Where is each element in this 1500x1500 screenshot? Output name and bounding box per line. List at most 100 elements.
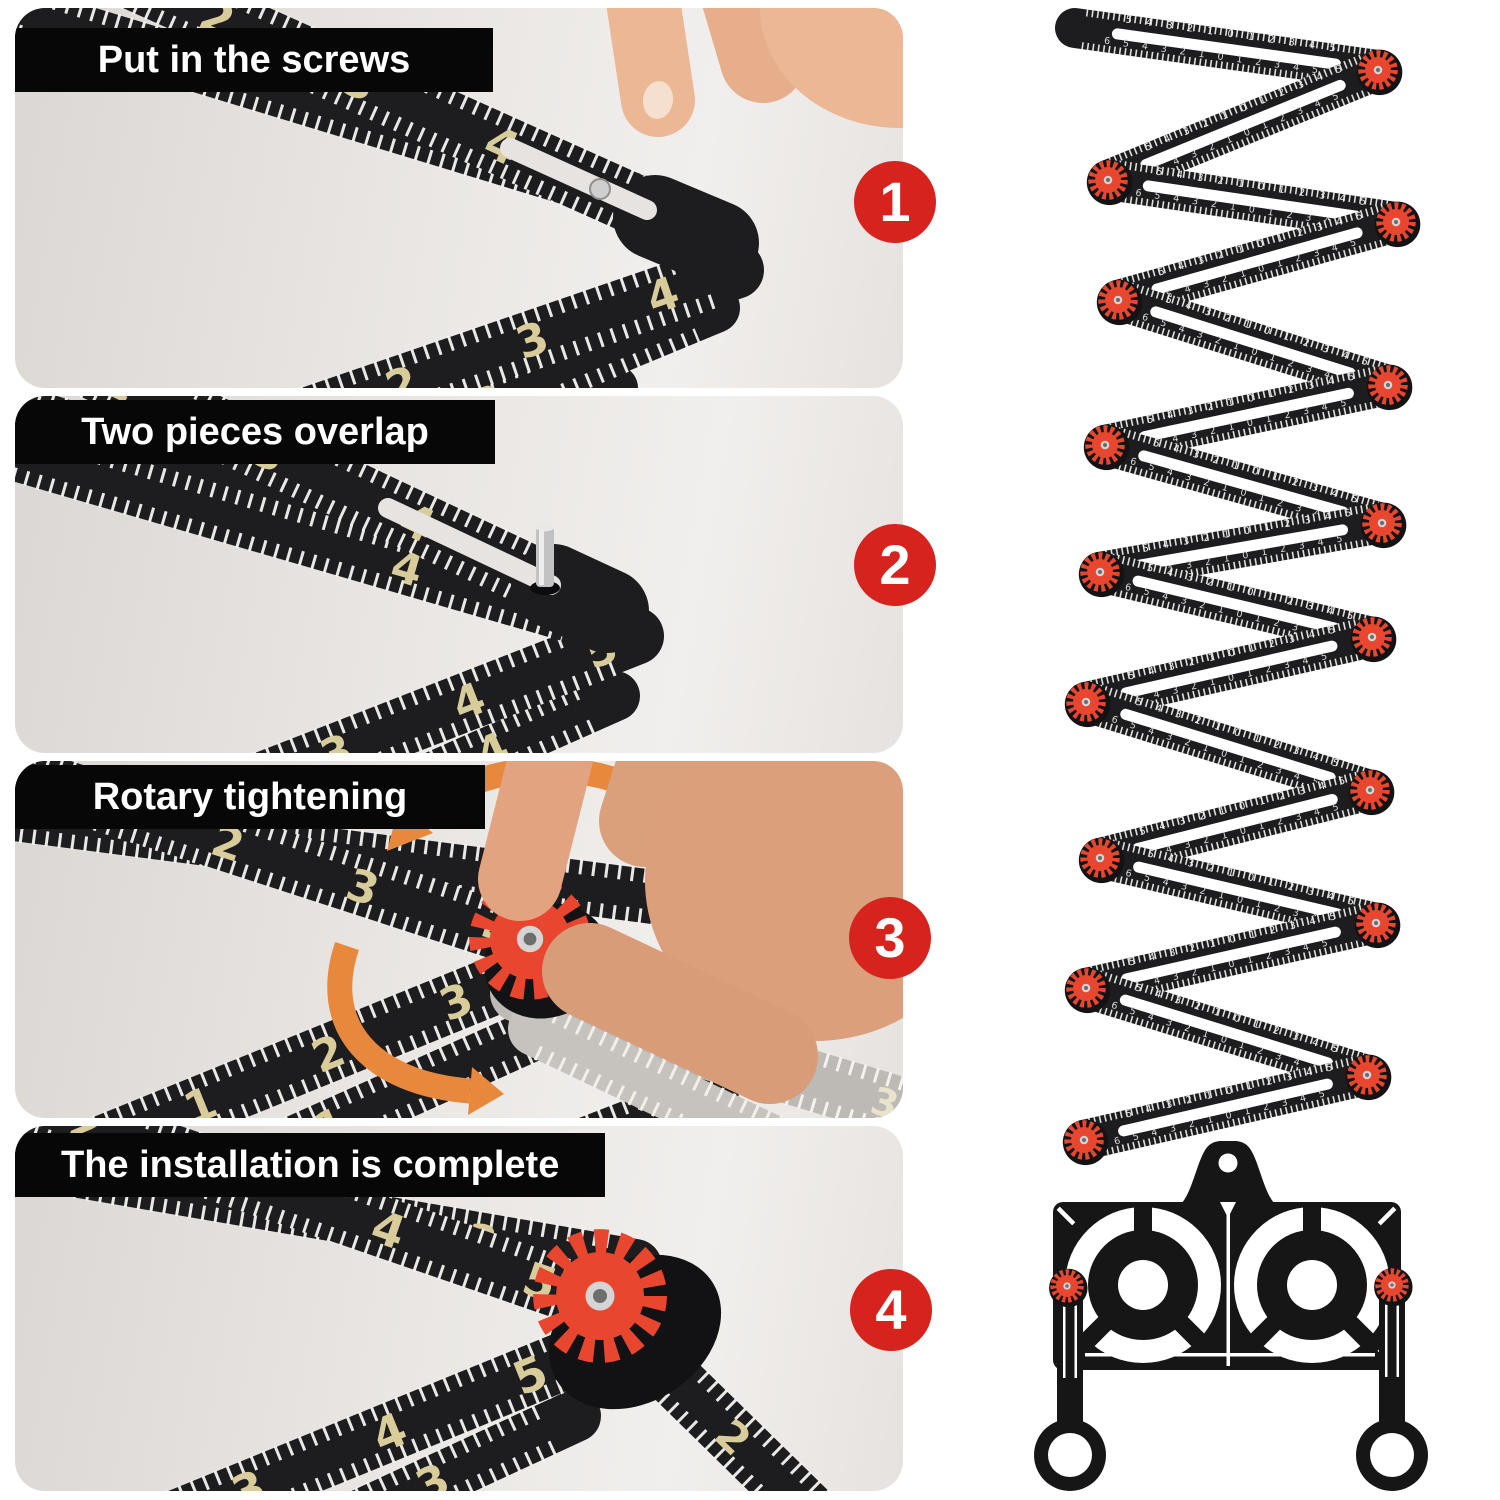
- step-2-title: Two pieces overlap: [15, 400, 495, 464]
- center-slit: [1226, 1206, 1230, 1366]
- ring-spoke: [1303, 1206, 1321, 1234]
- ruler-ticks: [1103, 586, 1361, 656]
- palm: [760, 8, 903, 128]
- knob-teeth: [1358, 50, 1398, 90]
- ruler-ticks: [1111, 839, 1373, 909]
- knob-teeth: [1098, 280, 1138, 320]
- step-4-panel: 21 2 32 3 4 522 3 4 5 6 The installation…: [15, 1126, 903, 1491]
- bottom-slit: [1085, 1353, 1375, 1357]
- ruler-slot: [1118, 1078, 1333, 1137]
- hanging-tab: [1178, 1141, 1278, 1206]
- thumb: [542, 923, 818, 1104]
- knob-teeth: [1066, 968, 1106, 1008]
- hand: [478, 761, 903, 1104]
- ruler-ticks: [15, 827, 884, 955]
- ring-spoke: [1341, 1314, 1375, 1348]
- ruler-ticks: [1120, 204, 1385, 286]
- knob-nut-hole: [1083, 699, 1089, 705]
- knob-nut-hole: [1379, 520, 1385, 526]
- corner-slit: [1056, 1206, 1076, 1226]
- ruler-slot: [1139, 387, 1354, 443]
- knob-nut-hole: [592, 1288, 608, 1304]
- knob-nut-hole: [1375, 67, 1381, 73]
- ruler-ticks: [1107, 459, 1371, 541]
- ruler-arm: [456, 283, 740, 388]
- ruler-slot: [1111, 28, 1342, 70]
- pivot-slot: [500, 138, 657, 220]
- screw-pin: [589, 178, 611, 200]
- ruler-ticks: [1121, 85, 1378, 197]
- ruler-ticks: [1098, 684, 1368, 775]
- top-notch: [1220, 1202, 1236, 1218]
- knob-teeth: [1376, 202, 1416, 242]
- ring-spoke: [1080, 1314, 1114, 1348]
- ruler-arm: [15, 425, 617, 648]
- ruler-ticks: [1090, 904, 1365, 974]
- knob-nut-hole: [1081, 1137, 1087, 1143]
- hanging-hole: [1218, 1153, 1238, 1173]
- arm-slot: [1385, 1293, 1388, 1377]
- ring-spoke: [1249, 1314, 1283, 1348]
- knob-teeth: [1080, 552, 1120, 592]
- product-photos: 5 4 3 2 1 0 1 2 3 4 56 5 4 3 2 1 0 1 2 3…: [1034, 8, 1428, 1491]
- knob-teeth: [1050, 1269, 1084, 1303]
- pivot-cap: [511, 544, 649, 653]
- index-finger: [606, 8, 695, 137]
- knob-nut-hole: [1102, 442, 1108, 448]
- pivot-cap: [613, 175, 759, 285]
- handle-hole: [1370, 1433, 1414, 1477]
- middle-finger: [702, 8, 806, 103]
- knob-nut-hole: [1083, 985, 1089, 991]
- ruler-ticks: [1116, 427, 1380, 509]
- ruler-slot: [1133, 524, 1349, 571]
- fingernail: [642, 81, 674, 119]
- arm-slot: [1074, 1294, 1077, 1378]
- knob-nut-hole: [1373, 920, 1379, 926]
- corner-slit: [1377, 1206, 1397, 1226]
- ruler-arm: [254, 607, 664, 753]
- knob-teeth: [1066, 682, 1106, 722]
- knob-nut-hole: [1393, 219, 1399, 225]
- step-4-number-badge: 4: [850, 1269, 932, 1351]
- ruler-arm: [425, 671, 640, 753]
- ruler-ticks: [1111, 553, 1369, 623]
- knob-nut-hole: [1364, 1072, 1370, 1078]
- ring-spoke: [1172, 1314, 1206, 1348]
- hand: [606, 8, 903, 137]
- arm-slot: [1396, 1293, 1399, 1377]
- arrow-lower: [327, 942, 472, 1104]
- ruler-slot: [1133, 861, 1343, 920]
- knob-nut-hole: [1390, 1283, 1394, 1287]
- knob-teeth: [1350, 770, 1390, 810]
- metal-pin: [536, 527, 554, 587]
- ruler-arm: [168, 1307, 654, 1491]
- ruler-slot: [1132, 575, 1340, 634]
- ruler-ticks: [1129, 236, 1394, 318]
- ruler-slot: [1132, 794, 1338, 854]
- ruler-slot: [1121, 926, 1341, 985]
- ruler-arm: [301, 241, 764, 388]
- knob-teeth: [1362, 503, 1402, 543]
- step-1-title: Put in the screws: [15, 28, 493, 92]
- step-3-panel: 1 22 310 1 2 3 41 2 3 4 51 2 3 Rotary ti…: [15, 761, 903, 1118]
- ruler-ticks: [1109, 366, 1377, 431]
- knob-nut-hole: [1105, 177, 1111, 183]
- knob-nut-hole: [1097, 569, 1103, 575]
- ruler-ticks: [1097, 937, 1372, 1007]
- ruler-slot: [1142, 180, 1362, 222]
- guide-hole: [1287, 1260, 1337, 1310]
- palm: [645, 761, 903, 1041]
- ruler-slot: [1150, 306, 1356, 379]
- knob-teeth: [1064, 1120, 1104, 1160]
- step-2-photo: 1 22 3 41 2 3 4 54 52 3 4 5 6: [15, 396, 664, 753]
- knob-nut-hole: [1115, 297, 1121, 303]
- ring-spoke: [1134, 1206, 1152, 1234]
- ruler-ticks: [1116, 399, 1384, 464]
- step-4-title: The installation is complete: [15, 1133, 606, 1197]
- ruler-slot: [1120, 708, 1336, 784]
- ruler-slot: [1138, 450, 1349, 518]
- folded-multi-angle-ruler: 5 4 3 2 1 0 1 2 3 4 56 5 4 3 2 1 0 1 2 3…: [1055, 8, 1421, 1166]
- index-finger: [478, 761, 594, 921]
- step-1-panel: 1 2 31 20 1 2 3 4 52 3 4 5 6 Put in the …: [15, 8, 903, 388]
- knob-teeth: [1085, 425, 1125, 465]
